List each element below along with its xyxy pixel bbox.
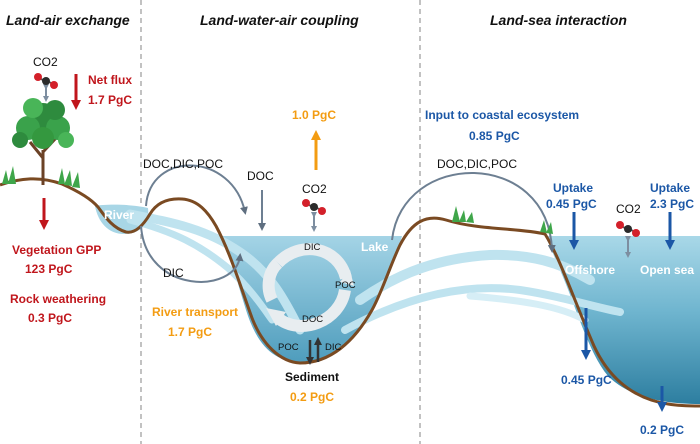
gpp-label: Vegetation GPP: [12, 243, 102, 257]
river-transport-label: River transport: [152, 305, 239, 319]
lake-cycle-poc-label: POC: [335, 280, 356, 291]
lake-co2-label: CO2: [302, 182, 327, 196]
sea-input-arc-arrow: [391, 172, 556, 253]
gpp-value: 123 PgC: [25, 262, 73, 276]
grass-icon: [2, 166, 553, 234]
offshore-label: Offshore: [565, 263, 616, 277]
river-flow-band-2: [126, 216, 276, 324]
weathering-label: Rock weathering: [10, 292, 107, 306]
sea-co2-label: CO2: [616, 202, 641, 216]
open-sea-label: Open sea: [640, 263, 695, 277]
uptake-right-label: Uptake: [650, 181, 691, 195]
deep-value: 0.2 PgC: [640, 423, 685, 437]
river-transport-value: 1.7 PgC: [168, 325, 213, 339]
river-label: River: [104, 208, 135, 222]
section-title-land-air: Land-air exchange: [6, 12, 130, 28]
lake-surface-dic-label: DIC: [304, 242, 321, 253]
uptake-left-value: 0.45 PgC: [546, 197, 597, 211]
sediment-poc-label: POC: [278, 342, 299, 353]
co2-molecule-icon-lake: [302, 199, 326, 215]
doc-dic-poc-top-label: DOC,DIC,POC: [143, 157, 224, 171]
section-title-land-water-air: Land-water-air coupling: [200, 12, 359, 28]
sea-inflow-band: [466, 292, 589, 324]
dic-bottom-label: DIC: [163, 266, 184, 280]
co2-label-land: CO2: [33, 55, 58, 69]
river-flow-band-1: [125, 209, 305, 335]
lake-outgas-value: 1.0 PgC: [292, 108, 337, 122]
tree-icon: [12, 98, 74, 185]
weathering-value: 0.3 PgC: [28, 311, 73, 325]
coastal-input-value: 0.85 PgC: [469, 129, 520, 143]
sediment-value: 0.2 PgC: [290, 390, 335, 404]
sediment-label: Sediment: [285, 370, 340, 384]
net-flux-label: Net flux: [88, 73, 133, 87]
uptake-left-label: Uptake: [553, 181, 594, 195]
dic-arc-arrow: [140, 225, 244, 283]
lake-label: Lake: [361, 240, 389, 254]
net-flux-value: 1.7 PgC: [88, 93, 133, 107]
lake-cycle-doc-label: DOC: [302, 314, 324, 325]
export-value: 0.45 PgC: [561, 373, 612, 387]
co2-molecule-icon-land: [34, 73, 58, 89]
uptake-right-value: 2.3 PgC: [650, 197, 695, 211]
terrain-outline: [0, 177, 700, 408]
lake-cycle-ring-icon: [262, 243, 354, 332]
sea-doc-dic-poc-label: DOC,DIC,POC: [437, 157, 518, 171]
sediment-dic-label: DIC: [325, 342, 342, 353]
section-title-land-sea: Land-sea interaction: [490, 12, 627, 28]
doc-dic-poc-arc-arrow: [145, 164, 248, 215]
co2-molecule-icon-sea: [616, 221, 640, 237]
lake-outflow-band-2: [341, 284, 624, 334]
coastal-input-label: Input to coastal ecosystem: [425, 108, 580, 122]
doc-label: DOC: [247, 169, 274, 183]
